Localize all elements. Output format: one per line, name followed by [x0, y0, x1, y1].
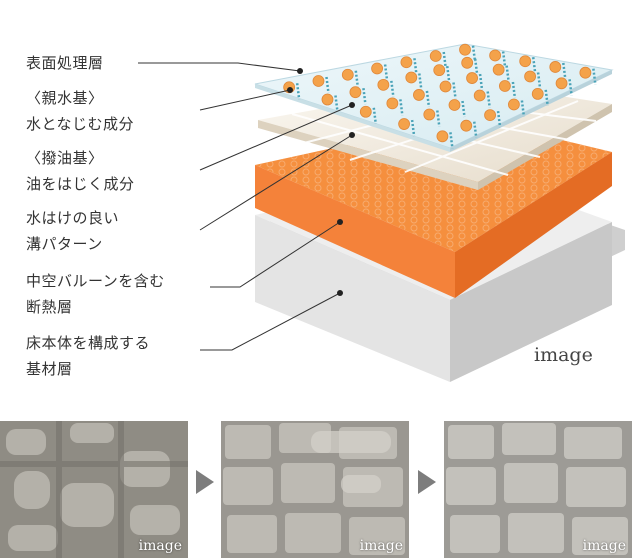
- oil-repellent-mark: [349, 86, 362, 99]
- hydrophilic-mark: [418, 73, 423, 90]
- hydrophilic-mark: [413, 58, 418, 75]
- label-groove: 水はけの良い 溝パターン: [26, 209, 120, 253]
- photo-dry: image: [444, 421, 632, 558]
- oil-repellent-mark: [531, 88, 544, 100]
- oil-repellent-mark: [459, 43, 471, 56]
- label-hydrophilic: 〈親水基〉 水となじむ成分: [26, 89, 135, 133]
- oil-repellent-mark: [433, 64, 446, 77]
- oil-repellent-mark: [498, 80, 511, 92]
- hydrophilic-mark: [536, 72, 542, 89]
- hydrophilic-mark: [501, 51, 507, 68]
- hydrophilic-mark: [442, 51, 447, 69]
- oil-repellent-mark: [377, 78, 390, 91]
- hydrophilic-mark: [452, 82, 457, 99]
- hydrophilic-mark: [372, 107, 378, 124]
- label-surface: 表面処理層: [26, 54, 104, 72]
- oil-repellent-mark: [398, 118, 411, 130]
- photo-wet: image: [0, 421, 188, 558]
- oil-repellent-mark: [549, 61, 562, 73]
- oil-repellent-mark: [400, 56, 413, 69]
- arrow-2-icon: [418, 470, 436, 494]
- oil-repellent-mark: [436, 130, 449, 143]
- label-base: 床本体を構成する 基材層: [26, 334, 151, 378]
- hydrophilic-mark: [410, 119, 416, 137]
- oil-repellent-mark: [460, 119, 473, 132]
- oil-repellent-mark: [508, 98, 520, 111]
- oil-repellent-mark: [386, 97, 399, 110]
- surface-layer: [254, 43, 614, 152]
- hydrophilic-mark: [505, 65, 510, 82]
- hydrophilic-mark: [461, 100, 466, 118]
- hydrophilic-mark: [473, 121, 478, 138]
- oil-repellent-mark: [555, 77, 568, 90]
- oil-repellent-mark: [413, 89, 425, 101]
- hydrophilic-mark: [592, 68, 597, 85]
- hydrophilic-mark: [496, 110, 502, 128]
- hydrophilic-mark: [383, 64, 389, 81]
- oil-repellent-mark: [489, 49, 502, 62]
- oil-repellent-mark: [312, 75, 325, 87]
- label-balloon: 中空バルーンを含む 断熱層: [26, 272, 165, 316]
- hydrophilic-mark: [473, 58, 479, 75]
- hydrophilic-mark: [449, 132, 454, 149]
- molecule-dots: [283, 43, 597, 149]
- oil-repellent-mark: [321, 93, 334, 106]
- hydrophilic-mark: [478, 73, 484, 91]
- hydrophilic-mark: [562, 62, 567, 80]
- hydrophilic-mark: [354, 70, 360, 87]
- oil-repellent-mark: [519, 55, 532, 68]
- oil-repellent-mark: [448, 99, 461, 111]
- hydrophilic-mark: [486, 91, 491, 108]
- photo-wet-tag: image: [138, 538, 182, 554]
- oil-repellent-mark: [405, 71, 418, 84]
- oil-repellent-mark: [429, 50, 442, 62]
- oil-repellent-mark: [341, 68, 354, 81]
- image-tag: image: [534, 344, 593, 366]
- oil-repellent-mark: [461, 56, 474, 69]
- oil-repellent-mark: [524, 70, 536, 83]
- oil-repellent-mark: [466, 72, 478, 84]
- hydrophilic-mark: [362, 88, 367, 105]
- oil-repellent-mark: [484, 109, 496, 121]
- hydrophilic-mark: [511, 81, 517, 99]
- label-oil-repellent: 〈撥油基〉 油をはじく成分: [26, 149, 135, 193]
- layer-diagram: [138, 43, 625, 382]
- leader-lines: [138, 62, 353, 351]
- oil-repellent-mark: [359, 105, 372, 118]
- oil-repellent-mark: [423, 108, 436, 121]
- oil-repellent-mark: [439, 80, 452, 93]
- oil-repellent-mark: [473, 89, 486, 102]
- hydrophilic-mark: [531, 57, 537, 74]
- hydrophilic-mark: [390, 80, 395, 97]
- hydrophilic-mark: [325, 76, 330, 94]
- hydrophilic-mark: [399, 99, 404, 116]
- oil-repellent-mark: [371, 62, 384, 75]
- hydrophilic-mark: [425, 90, 431, 108]
- hydrophilic-mark: [295, 83, 301, 100]
- hydrophilic-mark: [544, 89, 549, 107]
- arrow-1-icon: [196, 470, 214, 494]
- hydrophilic-mark: [520, 100, 526, 117]
- photo-draining: image: [221, 421, 409, 558]
- photo-draining-tag: image: [359, 538, 403, 554]
- hydrophilic-mark: [568, 79, 573, 96]
- oil-repellent-mark: [579, 66, 592, 79]
- photo-dry-tag: image: [582, 538, 626, 554]
- hydrophilic-mark: [436, 110, 441, 127]
- oil-repellent-mark: [492, 63, 505, 76]
- hydrophilic-mark: [334, 95, 339, 112]
- hydrophilic-mark: [446, 66, 451, 83]
- leader-dots: [287, 68, 355, 296]
